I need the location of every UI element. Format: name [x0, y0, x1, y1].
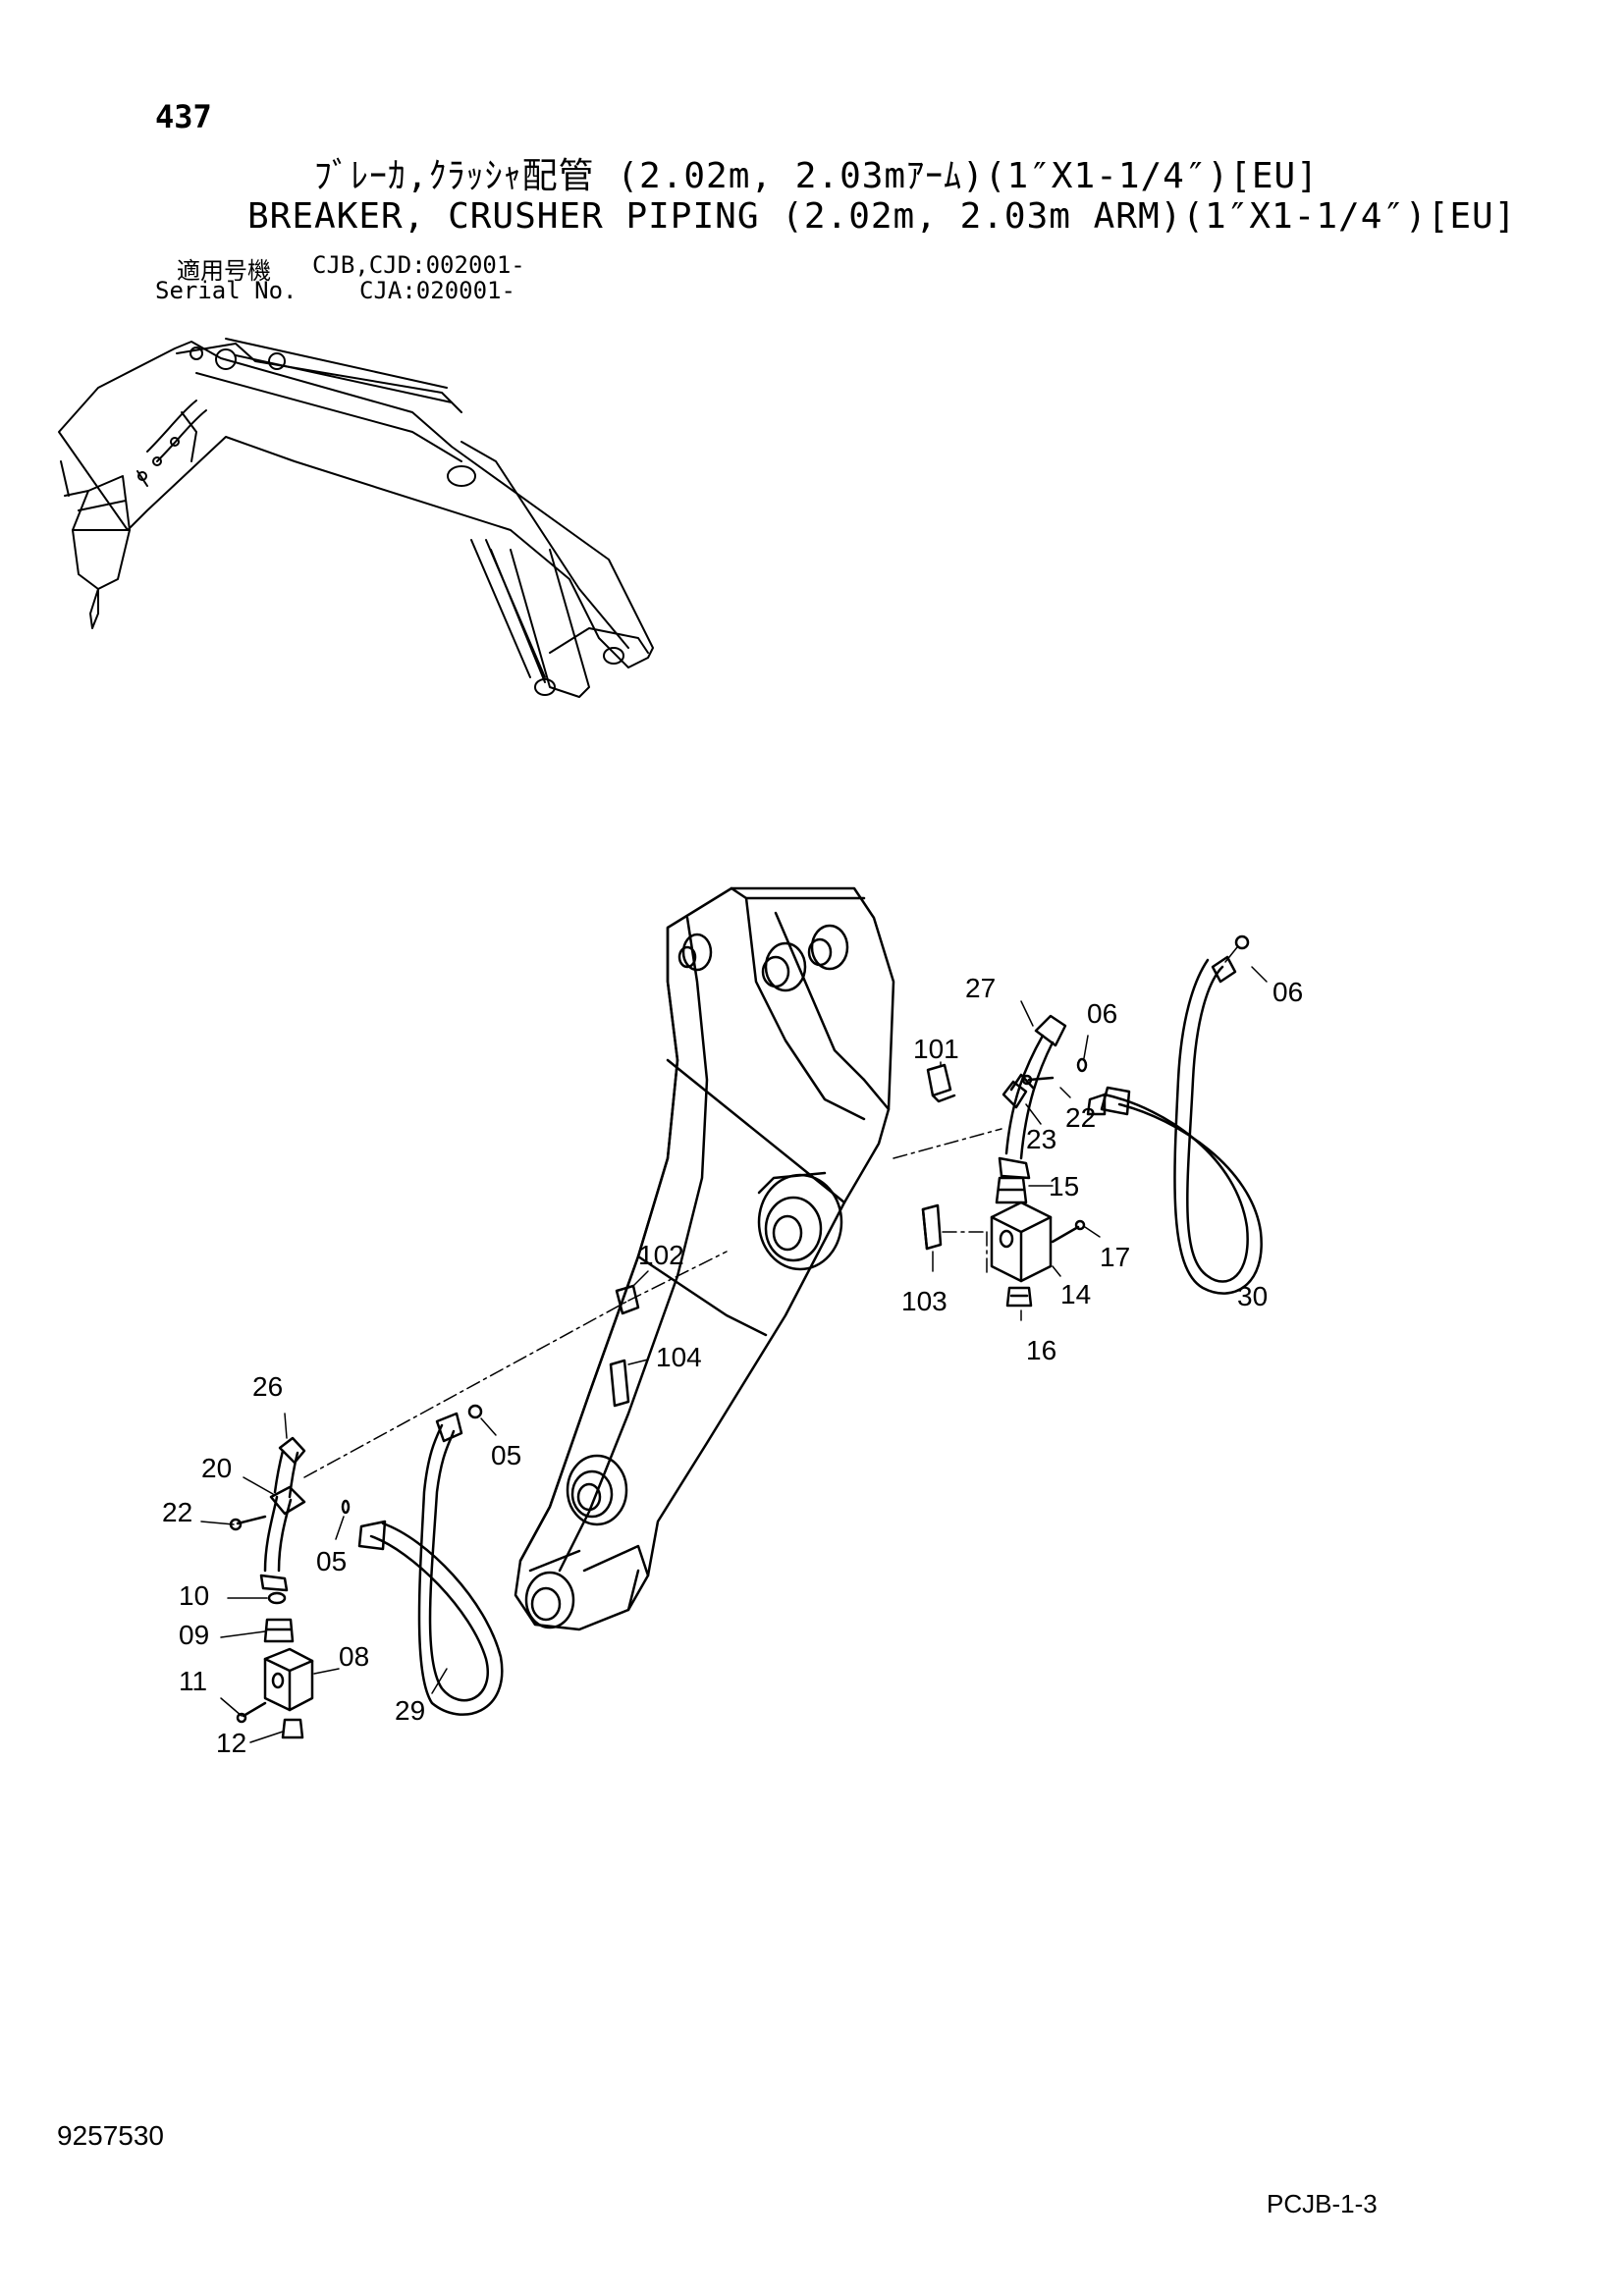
callout-12: 12: [216, 1728, 246, 1758]
serial-label-english: Serial No.: [155, 277, 298, 304]
callout-10: 10: [179, 1580, 209, 1611]
callout-26: 26: [252, 1371, 283, 1402]
sheet-code: PCJB-1-3: [1267, 2189, 1378, 2218]
arm-assembly: [514, 886, 895, 1631]
callout-labels: 27 06 06 101 22 23 15 17 14 16 103 30 10…: [162, 973, 1303, 1758]
callout-29: 29: [395, 1695, 425, 1726]
serial-range-1: CJB,CJD:002001-: [312, 251, 525, 279]
callout-06-top: 06: [1272, 977, 1303, 1007]
callout-16: 16: [1026, 1335, 1056, 1365]
drawing-number: 9257530: [57, 2120, 165, 2151]
callout-20: 20: [201, 1453, 232, 1483]
callout-08: 08: [339, 1641, 369, 1672]
excavator-thumbnail: [58, 338, 654, 698]
serial-range-2: CJA:020001-: [359, 277, 515, 304]
callout-06-upper-mid: 06: [1087, 998, 1117, 1029]
page-title-japanese: ﾌﾞﾚｰｶ,ｸﾗｯｼｬ配管 (2.02m, 2.03mｱｰﾑ)(1″X1-1/4…: [314, 156, 1319, 196]
callout-15: 15: [1049, 1171, 1079, 1201]
right-piping-group: [921, 934, 1263, 1308]
leader-lines: [200, 946, 1268, 1743]
callout-09: 09: [179, 1620, 209, 1650]
callout-22-left: 22: [162, 1497, 192, 1527]
callout-17: 17: [1100, 1242, 1130, 1272]
callout-22-right: 22: [1065, 1102, 1096, 1133]
callout-14: 14: [1060, 1279, 1091, 1309]
callout-11: 11: [179, 1666, 207, 1696]
callout-104: 104: [656, 1342, 702, 1372]
callout-101: 101: [913, 1034, 959, 1064]
callout-30: 30: [1237, 1281, 1268, 1311]
callout-05-top: 05: [491, 1440, 521, 1470]
serial-label-japanese: 適用号機: [177, 257, 271, 285]
callout-23: 23: [1026, 1124, 1056, 1154]
page-number: 437: [155, 98, 212, 135]
callout-103: 103: [901, 1286, 947, 1316]
assembly-lines: [303, 1128, 1002, 1478]
page-title-english: BREAKER, CRUSHER PIPING (2.02m, 2.03m AR…: [247, 196, 1517, 237]
callout-27: 27: [965, 973, 996, 1003]
left-piping-group: [229, 1284, 640, 1739]
callout-05-lower: 05: [316, 1546, 347, 1576]
callout-102: 102: [638, 1240, 684, 1270]
